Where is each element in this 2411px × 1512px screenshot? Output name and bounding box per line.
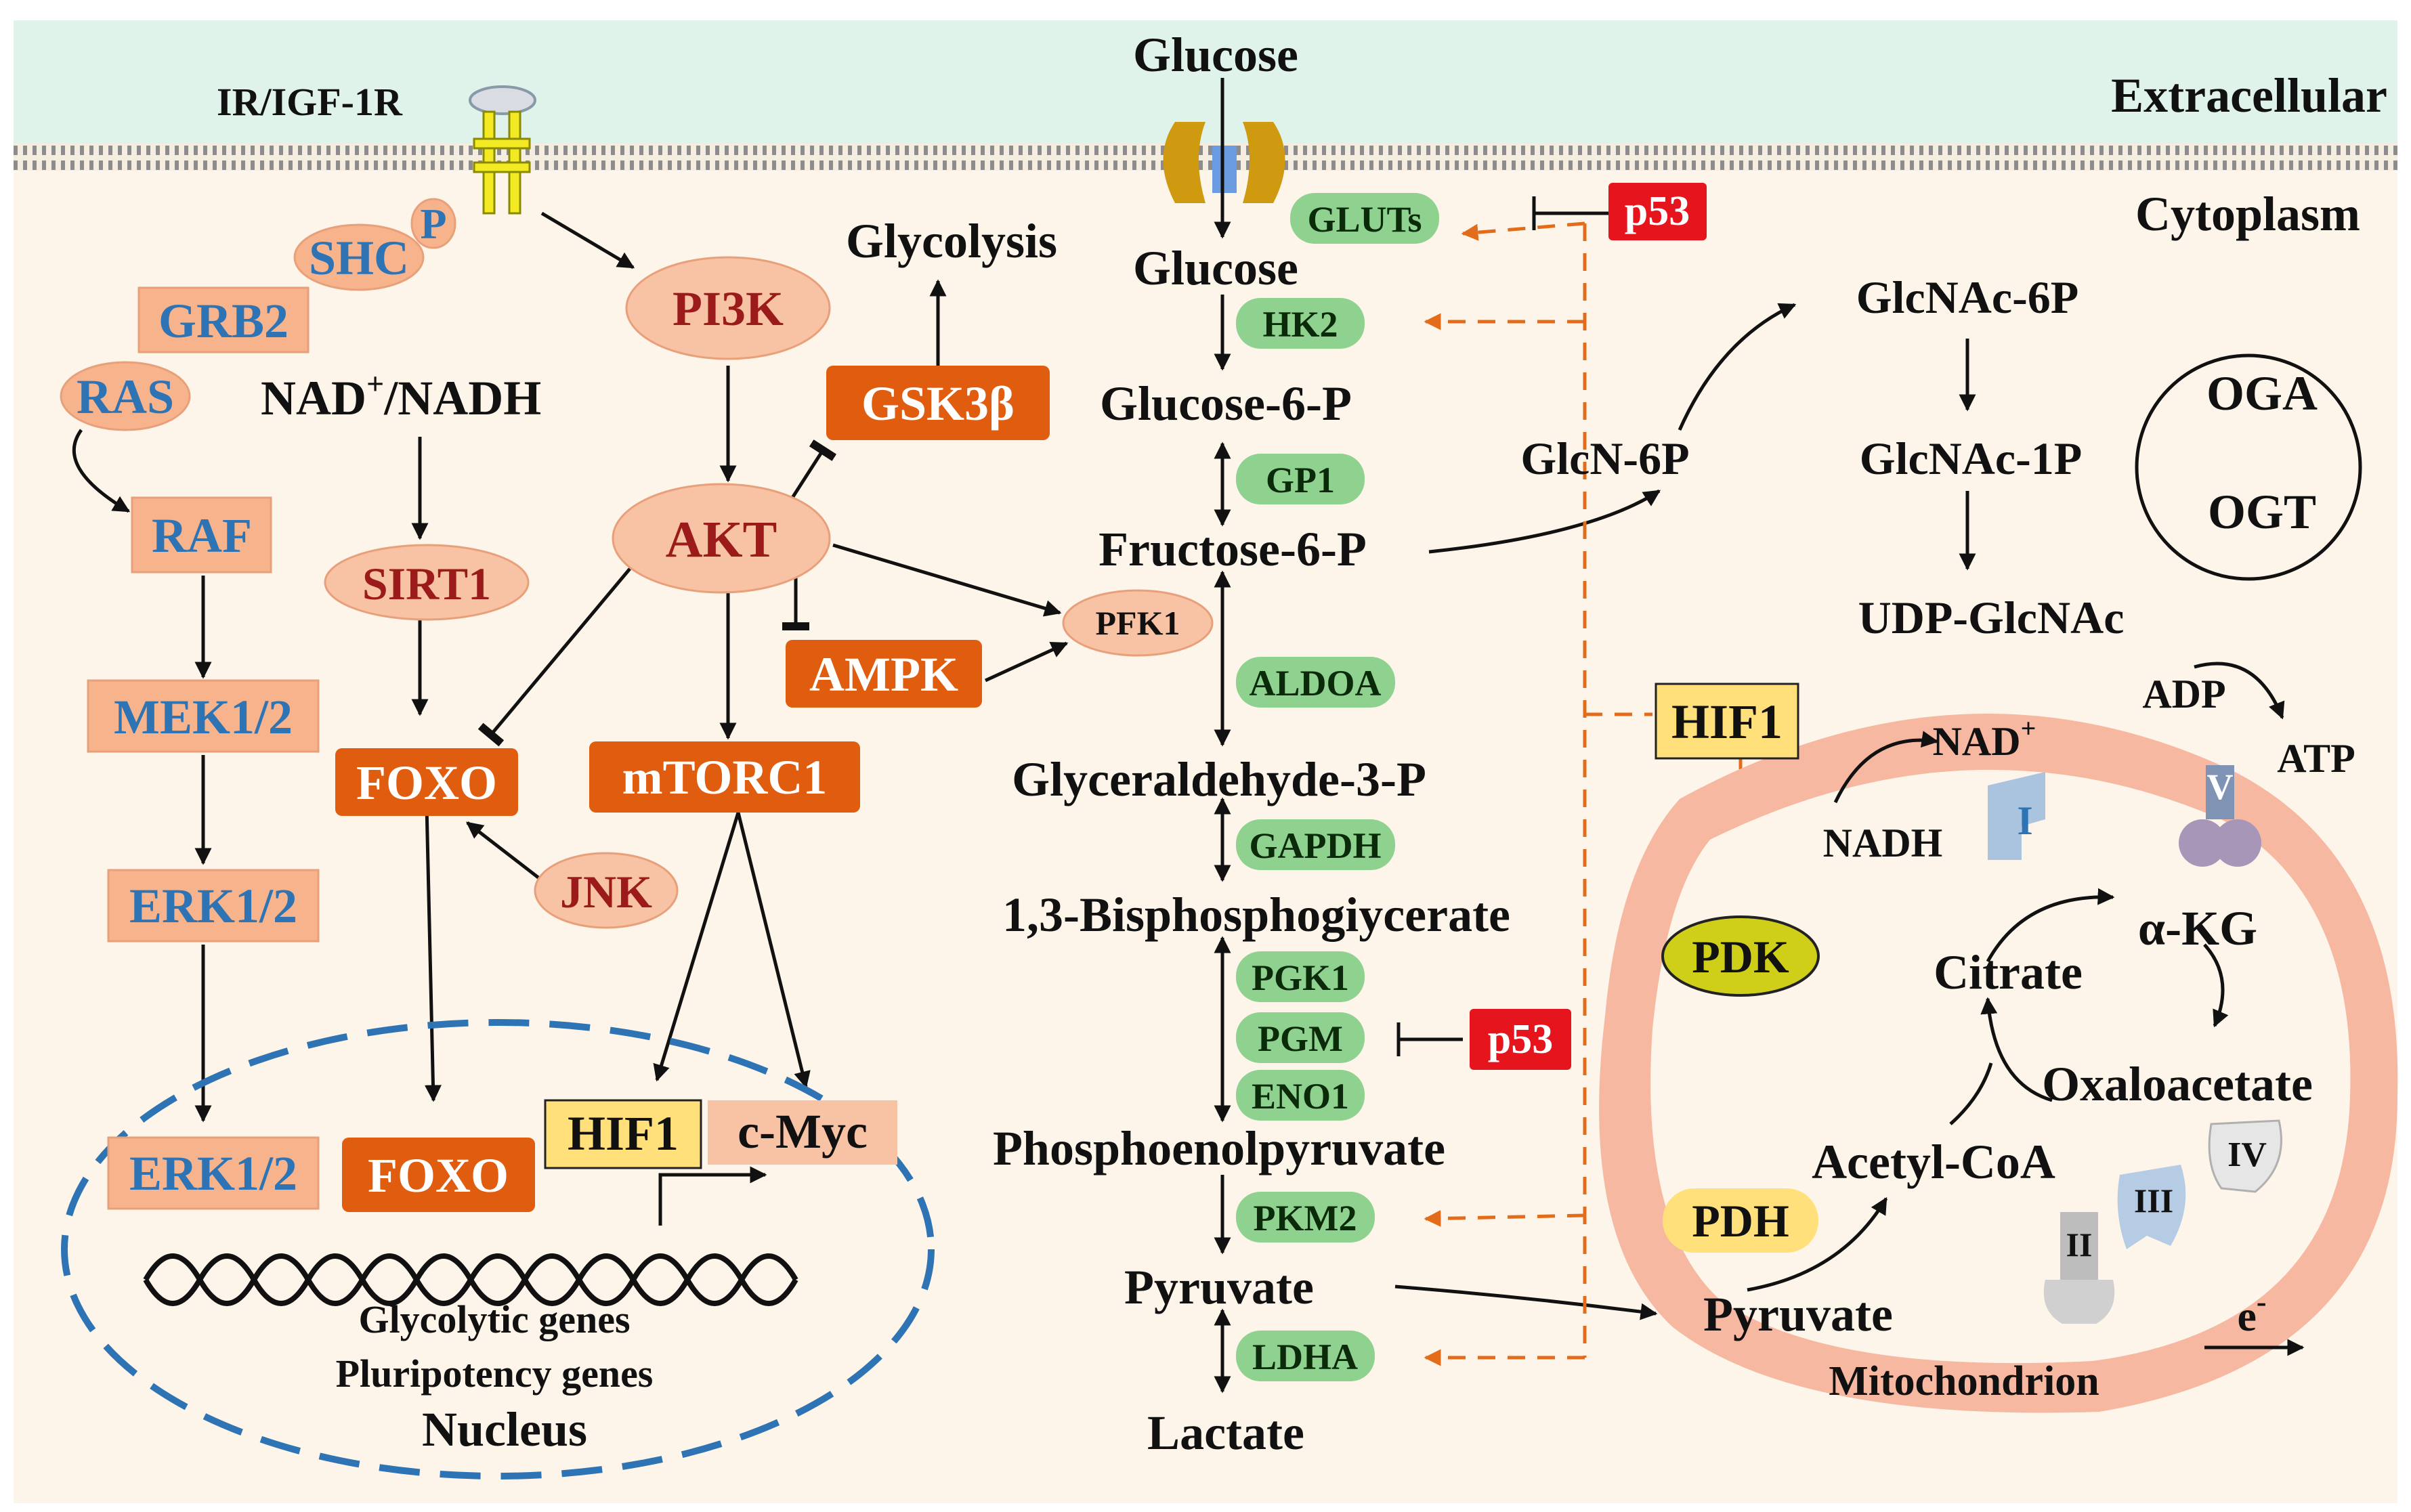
adp-label: ADP	[2142, 672, 2225, 716]
shc-node: SHC	[309, 231, 409, 285]
jnk-node: JNK	[560, 866, 652, 917]
foxo-node: FOXO	[356, 756, 497, 810]
enzyme-pgm: PGM	[1258, 1018, 1343, 1059]
acetyl-coa-label: Acetyl-CoA	[1812, 1135, 2055, 1189]
ras-node: RAS	[77, 370, 174, 424]
phosphoenolpyruvate: Phosphoenolpyruvate	[993, 1121, 1445, 1175]
enzyme-aldoa: ALDOA	[1249, 663, 1381, 704]
enzyme-gluts: GLUTs	[1307, 199, 1422, 240]
enzyme-pkm2: PKM2	[1254, 1198, 1357, 1238]
extracellular-label: Extracellular	[2111, 68, 2387, 123]
enzyme-pgk1: PGK1	[1252, 957, 1349, 998]
ogt-label: OGT	[2208, 485, 2316, 539]
pdk-node: PDK	[1692, 931, 1789, 982]
nucleus-boundary	[61, 1019, 935, 1479]
enzyme-gp1: GP1	[1266, 460, 1335, 500]
cmyc-node: c-Myc	[738, 1104, 868, 1159]
oxaloacetate-label: Oxaloacetate	[2042, 1057, 2313, 1111]
mitochondrion-label: Mitochondrion	[1829, 1358, 2099, 1404]
node-shapes	[60, 183, 1820, 1381]
mek-node: MEK1/2	[114, 690, 293, 744]
nucleus-label: Nucleus	[422, 1402, 587, 1456]
glycolytic-genes-label: Glycolytic genes	[358, 1297, 630, 1341]
raf-node: RAF	[152, 509, 252, 563]
enzyme-eno1: ENO1	[1252, 1076, 1349, 1117]
udp-glcnac: UDP-GlcNAc	[1858, 592, 2125, 643]
complex-iii-label: III	[2134, 1182, 2173, 1219]
lactate: Lactate	[1147, 1406, 1304, 1460]
hexosamine-arrows	[1428, 303, 2362, 581]
receptor-label: IR/IGF-1R	[217, 80, 403, 124]
enzyme-gapdh: GAPDH	[1250, 825, 1382, 866]
enzyme-ldha: LDHA	[1252, 1337, 1358, 1377]
dna-helix-icon	[143, 1253, 798, 1306]
glcnac-6p: GlcNAc-6P	[1856, 272, 2079, 323]
sirt1-node: SIRT1	[362, 558, 491, 609]
p53-top-node: p53	[1625, 188, 1690, 234]
erk-node: ERK1/2	[129, 879, 297, 933]
oga-label: OGA	[2206, 366, 2318, 420]
complex-v-label: V	[2207, 766, 2234, 807]
complex-v-icon	[2179, 765, 2261, 867]
receptor-icon	[469, 85, 536, 215]
gsk3b-node: GSK3β	[861, 376, 1015, 431]
glycolysis-label: Glycolysis	[846, 214, 1057, 268]
bisphosphoglycerate: 1,3-Bisphosphogiycerate	[1002, 888, 1510, 942]
pyruvate-mito-label: Pyruvate	[1703, 1287, 1893, 1341]
tca-cycle-arrows	[1747, 662, 2305, 1356]
akt-node: AKT	[666, 511, 777, 568]
nad-plus-label: NAD+	[1933, 713, 2036, 764]
p53-mid-node: p53	[1488, 1016, 1553, 1062]
nad-nadh-label: NAD+/NADH	[261, 366, 541, 425]
fructose-6-p: Fructose-6-P	[1098, 522, 1367, 576]
nadh-label: NADH	[1823, 821, 1943, 865]
glucose-6-p: Glucose-6-P	[1100, 376, 1352, 431]
complex-iii-icon	[2117, 1165, 2186, 1249]
grb2-node: GRB2	[158, 294, 289, 348]
pluripotency-genes-label: Pluripotency genes	[336, 1352, 654, 1396]
pyruvate-cytoplasm: Pyruvate	[1124, 1260, 1314, 1314]
pdh-node: PDH	[1692, 1195, 1789, 1247]
complex-i-icon	[1988, 772, 2045, 860]
hif1-nuclear-node: HIF1	[568, 1106, 679, 1161]
phospho-label: P	[420, 200, 446, 248]
hif1-cytoplasm-node: HIF1	[1671, 695, 1783, 749]
extracellular-region	[14, 20, 2397, 149]
glucose-transporter-icon	[1163, 122, 1285, 203]
glucose-cytoplasm: Glucose	[1133, 241, 1298, 295]
citrate-label: Citrate	[1934, 945, 2083, 999]
cytoplasm-label: Cytoplasm	[2135, 187, 2360, 241]
pyruvate-transport-arrow	[1394, 1284, 1658, 1320]
pi3k-node: PI3K	[673, 282, 784, 336]
complex-iv-label: IV	[2227, 1136, 2267, 1174]
mtorc1-node: mTORC1	[622, 750, 828, 804]
alpha-kg-label: α-KG	[2138, 901, 2257, 955]
complex-ii-icon	[2043, 1212, 2115, 1324]
foxo-nuclear-node: FOXO	[368, 1148, 509, 1203]
glcnac-1p: GlcNAc-1P	[1860, 433, 2083, 484]
glcn-6p: GlcN-6P	[1520, 433, 1689, 484]
glucose-extracellular: Glucose	[1133, 28, 1298, 82]
complex-i-label: I	[2017, 798, 2032, 843]
ampk-node: AMPK	[809, 647, 958, 701]
enzyme-hk2: HK2	[1262, 304, 1338, 345]
cell-membrane	[14, 144, 2397, 171]
pfk1-node: PFK1	[1096, 604, 1180, 642]
complex-ii-label: II	[2066, 1226, 2093, 1263]
pathway-arrows	[72, 211, 1069, 1226]
glyceraldehyde-3-p: Glyceraldehyde-3-P	[1012, 752, 1426, 806]
atp-label: ATP	[2277, 736, 2355, 781]
electron-label: e-	[2237, 1285, 2266, 1340]
erk-nuclear-node: ERK1/2	[129, 1146, 297, 1201]
complex-iv-icon	[2208, 1119, 2282, 1193]
